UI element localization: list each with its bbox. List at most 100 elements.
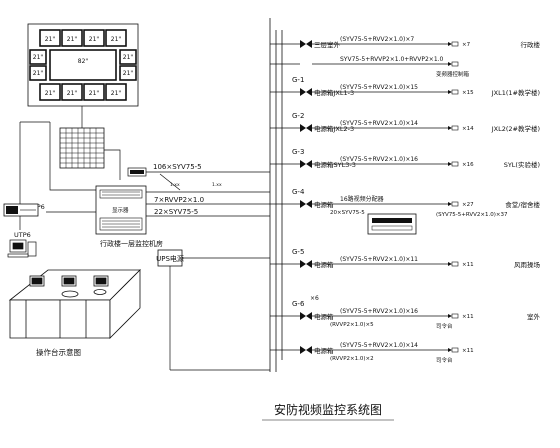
arrow-icon: [448, 262, 452, 266]
cable-label-mid: 7×RVVP2×1.0: [154, 196, 204, 204]
power-symbol-icon: [300, 88, 306, 96]
group-label: G-5: [292, 248, 304, 256]
wall-right-label: 21": [123, 70, 134, 77]
sub-label: (SYV75-5+RVV2×1.0)×37: [436, 212, 508, 218]
matrix-switcher: [59, 127, 105, 169]
branch-row: 电源箱(SYV75-5+RVV2×1.0)×14×11司令台(RVVP2×1.0…: [270, 342, 474, 364]
keyboard-controller-icon: [127, 167, 147, 177]
utp-label-lower: UTP6: [14, 231, 31, 239]
camera-icon: [451, 125, 459, 131]
ups-power-box: UPS电源: [156, 249, 270, 371]
camera-count: ×11: [462, 348, 474, 354]
arrow-icon: [448, 348, 452, 352]
branch-row: 电源箱JXL2-3(SYV75-5+RVV2×1.0)×14 ×14 G-2JXL2…: [270, 112, 540, 133]
branch-row: 电源箱SYL3-3(SYV75-5+RVV2×1.0)×16×16G-3SYL(…: [270, 148, 540, 169]
video-distributor: [367, 213, 417, 235]
g6-count: ×6: [310, 295, 319, 302]
power-symbol-icon: [306, 88, 312, 96]
wall-bottom-label: 21": [111, 90, 122, 97]
group-label: G-2: [292, 112, 304, 120]
power-symbol-icon: [306, 346, 312, 354]
power-symbol-icon: [300, 346, 306, 354]
console-caption: 操作台示意图: [36, 347, 81, 357]
arrow-icon: [448, 162, 452, 166]
wall-center-label: 82": [78, 58, 89, 65]
cable-spec-label: (SYV75-5+RVV2×1.0)×11: [340, 256, 418, 263]
power-symbol-icon: [306, 124, 312, 132]
arrow-icon: [448, 126, 452, 130]
operation-console: [8, 269, 141, 339]
power-box-label: 电源箱: [314, 346, 334, 355]
video-wall: [27, 23, 139, 107]
wall-bottom-label: 21": [45, 90, 56, 97]
sub-label: 变频器控制箱: [436, 70, 470, 78]
room-label: 行政楼一层监控机房: [100, 239, 163, 248]
destination-label: 食堂/宿舍楼: [505, 200, 540, 209]
sub-label: 司令台: [436, 322, 453, 330]
camera-icon: [451, 261, 459, 267]
power-box-label: 电源箱: [314, 260, 334, 269]
destination-label: 风雨操场: [514, 260, 541, 269]
wall-bottom-label: 21": [89, 90, 100, 97]
cable-spec-label: (SYV75-5+RVV2×1.0)×16: [340, 308, 418, 315]
cable-spec-label: (SYV75-5+RVV2×1.0)×15: [340, 84, 418, 91]
camera-icon: [451, 313, 459, 319]
main-bus: [269, 18, 283, 372]
video-distributor-panel: [372, 218, 412, 223]
cable-label-bottom: 22×SYV75-5: [154, 208, 198, 216]
cable-spec-label: 16路视频分配器: [340, 195, 384, 203]
power-symbol-icon: [300, 160, 306, 168]
destination-label: JXL2(2#教学楼): [491, 124, 540, 133]
camera-icon: [451, 61, 459, 67]
keyboard-device: [3, 203, 39, 217]
cabinet-inner-label: 显示器: [112, 207, 129, 214]
power-symbol-icon: [300, 312, 306, 320]
sub-cable-label: 20×SYV75-5: [330, 210, 365, 216]
cable-spec-label: SYV75-5+RVVP2×1.0+RVVP2×1.0: [340, 56, 444, 63]
arrow-icon: [448, 90, 452, 94]
arrow-icon: [448, 42, 452, 46]
diagram-title: 安防视频监控系统图: [274, 402, 382, 417]
branch-row: 三层室外(SYV75-5+RVV2×1.0)×7 ×7 行政楼: [270, 36, 541, 49]
cabinet-cables: [146, 171, 270, 217]
wall-left-label: 21": [33, 70, 44, 77]
branch-rows: 三层室外(SYV75-5+RVV2×1.0)×7 ×7 行政楼 SYV75-5+RVV…: [270, 36, 541, 364]
svg-text:1.xx: 1.xx: [170, 182, 180, 188]
cable-spec-label: (SYV75-5+RVV2×1.0)×14: [340, 342, 418, 349]
power-symbol-icon: [306, 312, 312, 320]
camera-count: ×14: [462, 126, 474, 132]
camera-count: ×7: [462, 42, 471, 48]
power-symbol-icon: [306, 200, 312, 208]
destination-label: JXL1(1#教学楼): [491, 88, 540, 97]
camera-icon: [451, 201, 459, 207]
arrow-icon: [448, 314, 452, 318]
video-wall-labels: 21" 21" 21" 21" 21" 21" 21" 21" 21" 21" …: [33, 36, 134, 97]
camera-count: ×11: [462, 314, 474, 320]
branch-row: 电源箱16路视频分配器×27G-4食堂/宿舍楼(SYV75-5+RVV2×1.0…: [270, 188, 540, 218]
camera-icon: [451, 41, 459, 47]
video-distributor-panel: [371, 225, 413, 231]
power-box-label: 电源箱JXL2-3: [314, 124, 354, 133]
branch-row: SYV75-5+RVVP2×1.0+RVVP2×1.0 变频器控制箱: [270, 56, 470, 78]
arrow-icon: [448, 62, 452, 66]
sub-cable-label: (RVVP2×1.0)×5: [330, 322, 374, 328]
sub-cable-label: (RVVP2×1.0)×2: [330, 356, 374, 362]
group-label: G-3: [292, 148, 304, 156]
branch-row: 电源箱JXL1-3(SYV75-5+RVV2×1.0)×15×15G-1JXL1…: [270, 76, 540, 97]
wall-bottom-label: 21": [67, 90, 78, 97]
destination-label: 行政楼: [521, 40, 541, 49]
camera-icon: [451, 347, 459, 353]
destination-label: SYL(实验楼): [504, 160, 540, 169]
wall-top-label: 21": [111, 36, 122, 43]
cable-spec-label: (SYV75-5+RVV2×1.0)×7: [340, 36, 414, 43]
wall-top-label: 21": [67, 36, 78, 43]
camera-count: ×16: [462, 162, 474, 168]
wall-right-label: 21": [123, 54, 134, 61]
power-symbol-icon: [306, 40, 312, 48]
cable-spec-label: (SYV75-5+RVV2×1.0)×14: [340, 120, 418, 127]
ups-label: UPS电源: [156, 254, 184, 263]
camera-count: ×27: [462, 202, 474, 208]
power-box-label: 三层室外: [314, 40, 341, 49]
